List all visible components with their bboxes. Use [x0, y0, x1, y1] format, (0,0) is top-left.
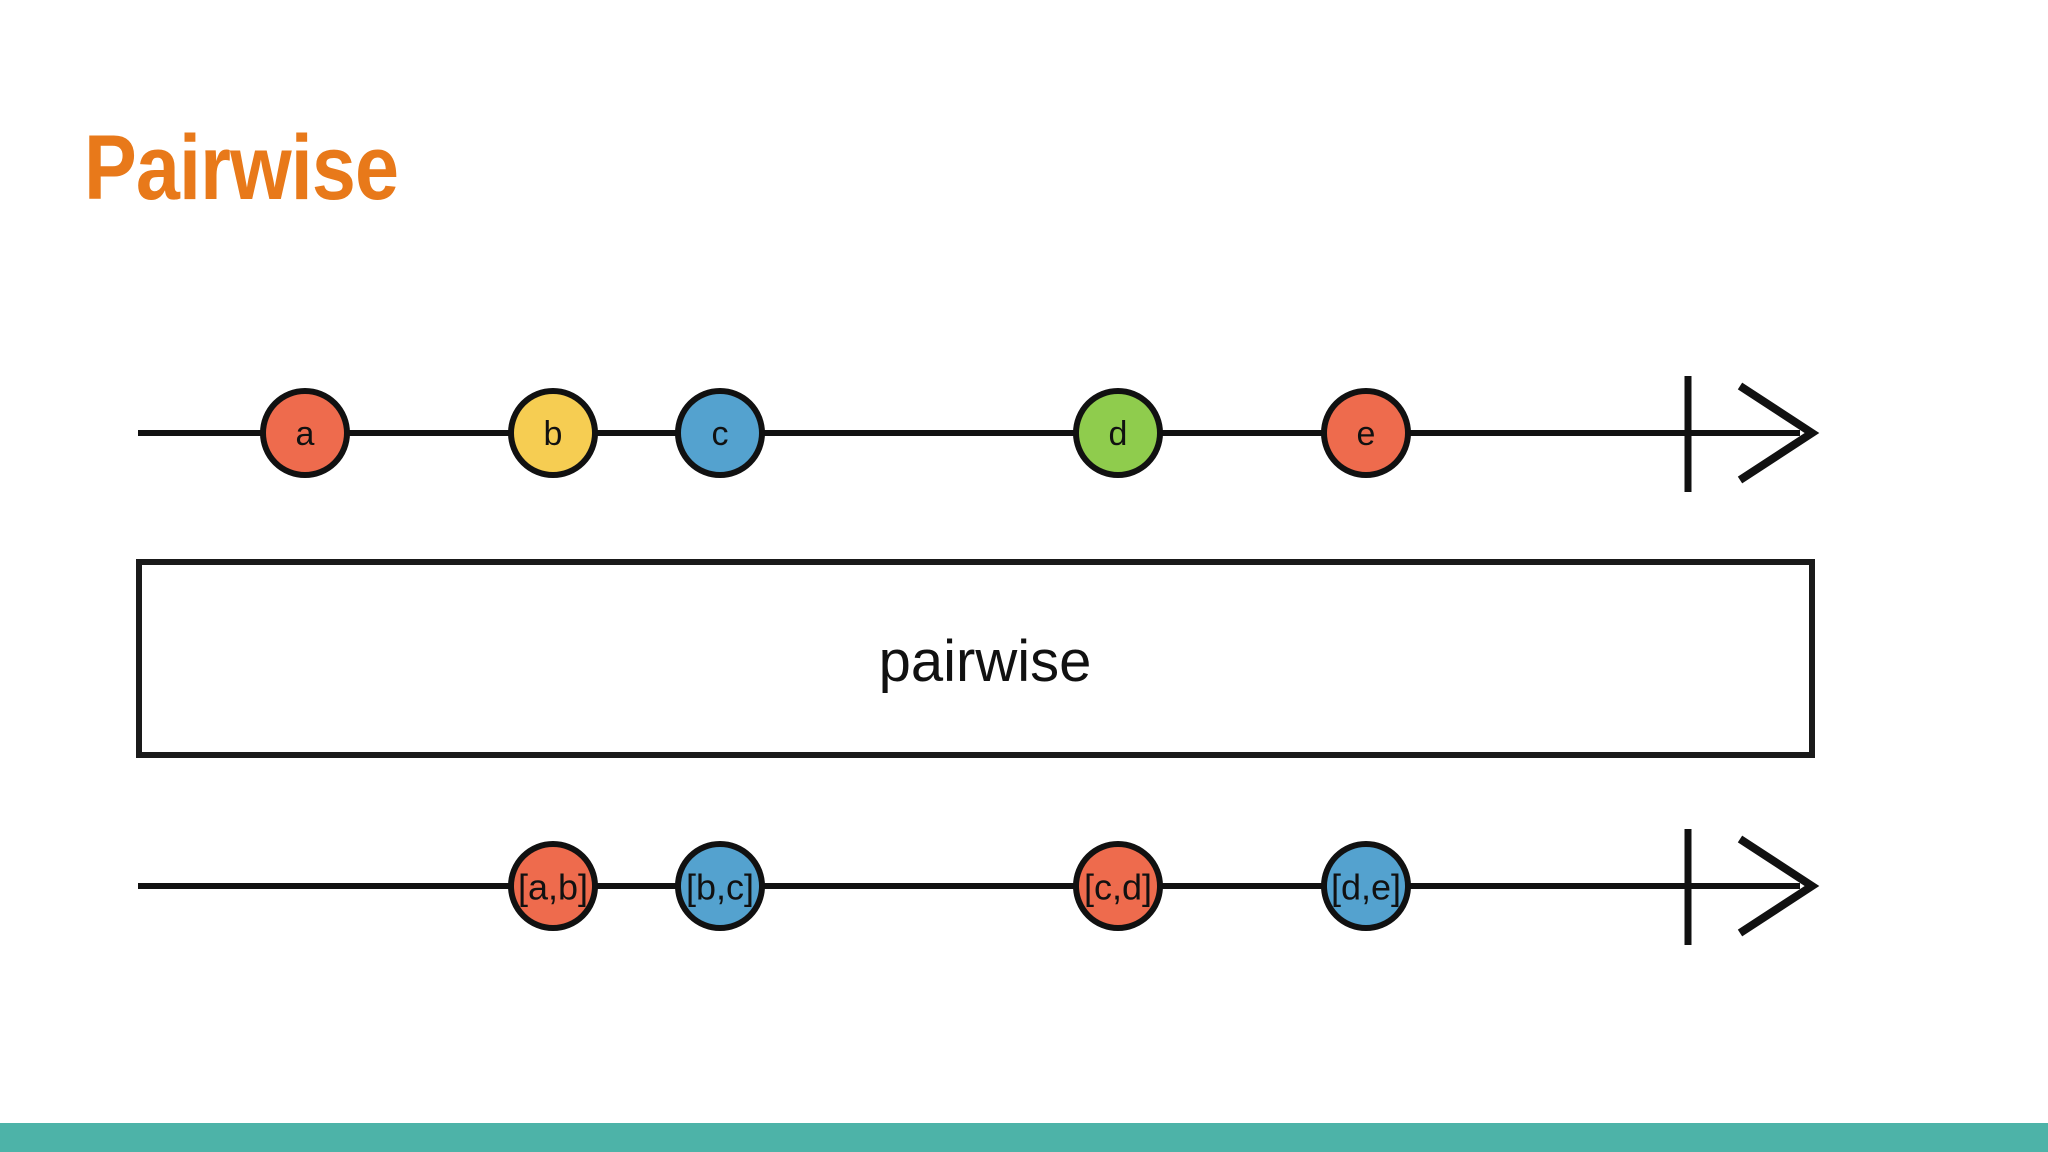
marble-node[interactable]: e	[1321, 388, 1411, 478]
marble-label-cd: [c,d]	[1084, 867, 1152, 908]
marble-circle-bc[interactable]	[675, 841, 765, 931]
marble-node[interactable]: d	[1073, 388, 1163, 478]
marble-node[interactable]: [a,b]	[508, 841, 598, 931]
output-timeline: [a,b] [b,c] [c,d] [d,e]	[138, 829, 1820, 945]
page-title: Pairwise	[84, 117, 399, 219]
marble-label-bc: [b,c]	[686, 867, 754, 908]
marble-node[interactable]: [d,e]	[1321, 841, 1411, 931]
marble-node[interactable]: b	[508, 388, 598, 478]
operator-box[interactable]: pairwise	[136, 559, 1815, 758]
footer-accent-bar	[0, 1123, 2048, 1152]
marble-circle-e[interactable]	[1321, 388, 1411, 478]
marble-node[interactable]: [c,d]	[1073, 841, 1163, 931]
operator-box-label: pairwise	[879, 629, 1092, 694]
marble-circle-b[interactable]	[508, 388, 598, 478]
output-timeline-arrowhead	[1737, 835, 1820, 937]
marble-label-ab: [a,b]	[518, 867, 588, 908]
marble-node[interactable]: a	[260, 388, 350, 478]
marble-circle-a[interactable]	[260, 388, 350, 478]
marble-circle-d[interactable]	[1073, 388, 1163, 478]
marble-label-d: d	[1109, 415, 1128, 453]
operator-box-rect[interactable]	[136, 559, 1815, 758]
marble-label-c: c	[712, 415, 729, 453]
marble-node[interactable]: c	[675, 388, 765, 478]
marble-circle-ab[interactable]	[508, 841, 598, 931]
input-timeline: a b c d e	[138, 376, 1820, 492]
marble-label-e: e	[1357, 415, 1376, 453]
marble-circle-de[interactable]	[1321, 841, 1411, 931]
marble-circle-c[interactable]	[675, 388, 765, 478]
marble-label-de: [d,e]	[1331, 867, 1401, 908]
input-timeline-arrowhead	[1737, 382, 1820, 484]
marble-node[interactable]: [b,c]	[675, 841, 765, 931]
marble-label-b: b	[544, 415, 563, 453]
marble-label-a: a	[296, 415, 315, 453]
marble-circle-cd[interactable]	[1073, 841, 1163, 931]
